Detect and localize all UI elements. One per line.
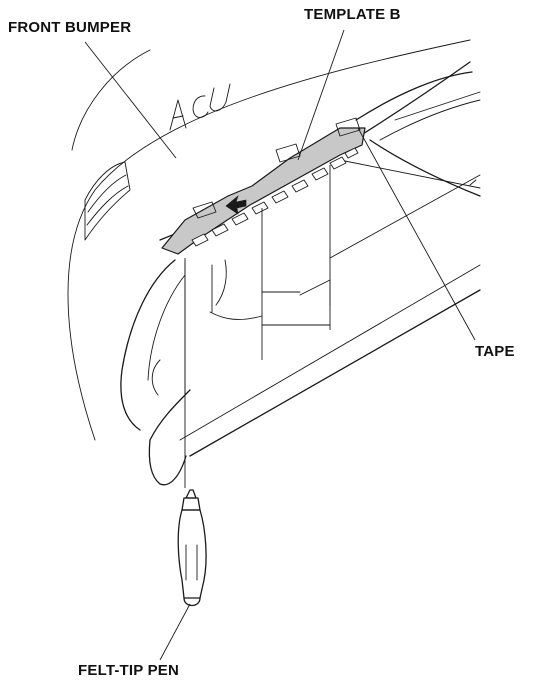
front-bumper-label: FRONT BUMPER [8,19,132,36]
acura-emblem [169,83,231,131]
template-b [161,127,366,255]
tape-pieces [192,117,361,219]
leader-tape [357,127,476,341]
marking-guide-lines [184,165,331,488]
leader-front-bumper [84,41,177,159]
felt-tip-pen-label: FELT-TIP PEN [78,662,180,679]
leader-template-b [297,29,345,161]
direction-arrow-icon [225,195,247,215]
template-b-label: TEMPLATE B [304,6,401,23]
felt-tip-pen-illustration [177,489,207,607]
leader-lines [84,29,476,661]
template-slots [191,147,359,247]
leader-felt-tip-pen [159,603,191,661]
tape-label: TAPE [475,343,515,360]
front-bumper-outline [67,39,481,486]
